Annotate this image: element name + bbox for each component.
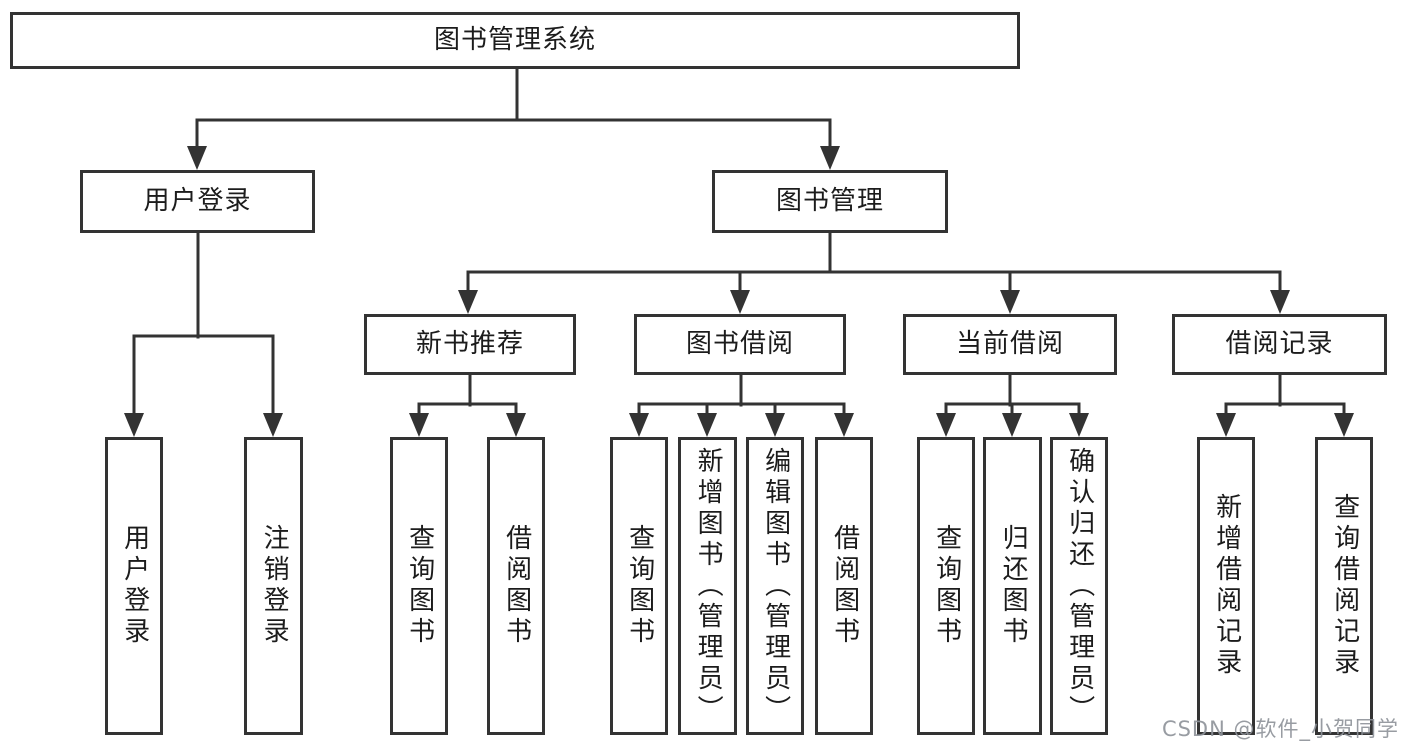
node-book-management: 图书管理: [712, 170, 948, 233]
leaf-query-books-current: 查询图书: [917, 437, 975, 735]
leaf-add-books-admin: 新增图书（管理员）: [678, 437, 737, 735]
leaf-confirm-return-admin: 确认归还（管理员）: [1050, 437, 1108, 735]
arrowhead-icon: [765, 413, 785, 437]
arrowhead-icon: [506, 413, 526, 437]
leaf-confirm-return-admin-label: 确认归还（管理员）: [1064, 446, 1095, 726]
leaf-query-borrow-record: 查询借阅记录: [1315, 437, 1373, 735]
arrowhead-icon: [730, 290, 750, 314]
leaf-add-borrow-record: 新增借阅记录: [1197, 437, 1255, 735]
leaf-query-borrow-record-label: 查询借阅记录: [1329, 493, 1360, 679]
leaf-add-books-admin-label: 新增图书（管理员）: [693, 446, 724, 726]
leaf-borrow-books-borrow-label: 借阅图书: [829, 524, 860, 648]
arrowhead-icon: [936, 413, 956, 437]
leaf-return-books: 归还图书: [983, 437, 1042, 735]
leaf-return-books-label: 归还图书: [998, 524, 1029, 648]
leaf-logout-login: 注销登录: [244, 437, 303, 735]
leaf-logout-login-label: 注销登录: [259, 524, 290, 648]
node-library-system: 图书管理系统: [10, 12, 1020, 69]
leaf-query-books-recommend: 查询图书: [390, 437, 448, 735]
node-new-book-recommendation: 新书推荐: [364, 314, 576, 375]
node-book-borrowing: 图书借阅: [634, 314, 846, 375]
arrowhead-icon: [820, 146, 840, 170]
arrowhead-icon: [1000, 290, 1020, 314]
leaf-edit-books-admin-label: 编辑图书（管理员）: [760, 446, 791, 726]
arrowhead-icon: [187, 146, 207, 170]
leaf-borrow-books-recommend: 借阅图书: [487, 437, 545, 735]
node-borrowing-records: 借阅记录: [1172, 314, 1387, 375]
leaf-query-books-borrow: 查询图书: [610, 437, 668, 735]
leaf-borrow-books-recommend-label: 借阅图书: [501, 524, 532, 648]
arrowhead-icon: [1270, 290, 1290, 314]
arrowhead-icon: [834, 413, 854, 437]
leaf-query-books-recommend-label: 查询图书: [404, 524, 435, 648]
leaf-add-borrow-record-label: 新增借阅记录: [1211, 493, 1242, 679]
arrowhead-icon: [697, 413, 717, 437]
leaf-edit-books-admin: 编辑图书（管理员）: [746, 437, 804, 735]
leaf-user-login-label: 用户登录: [119, 524, 150, 648]
arrowhead-icon: [1069, 413, 1089, 437]
arrowhead-icon: [409, 413, 429, 437]
leaf-user-login: 用户登录: [105, 437, 163, 735]
node-current-borrowing: 当前借阅: [903, 314, 1117, 375]
arrowhead-icon: [458, 290, 478, 314]
node-user-login: 用户登录: [80, 170, 315, 233]
watermark: CSDN @软件_小贺同学: [1161, 717, 1399, 741]
arrowhead-icon: [1216, 413, 1236, 437]
leaf-borrow-books-borrow: 借阅图书: [815, 437, 873, 735]
arrowheads: [124, 146, 1354, 437]
leaf-query-books-borrow-label: 查询图书: [624, 524, 655, 648]
leaf-query-books-current-label: 查询图书: [931, 524, 962, 648]
arrowhead-icon: [263, 413, 283, 437]
arrowhead-icon: [1334, 413, 1354, 437]
arrowhead-icon: [124, 413, 144, 437]
arrowhead-icon: [1002, 413, 1022, 437]
arrowhead-icon: [629, 413, 649, 437]
